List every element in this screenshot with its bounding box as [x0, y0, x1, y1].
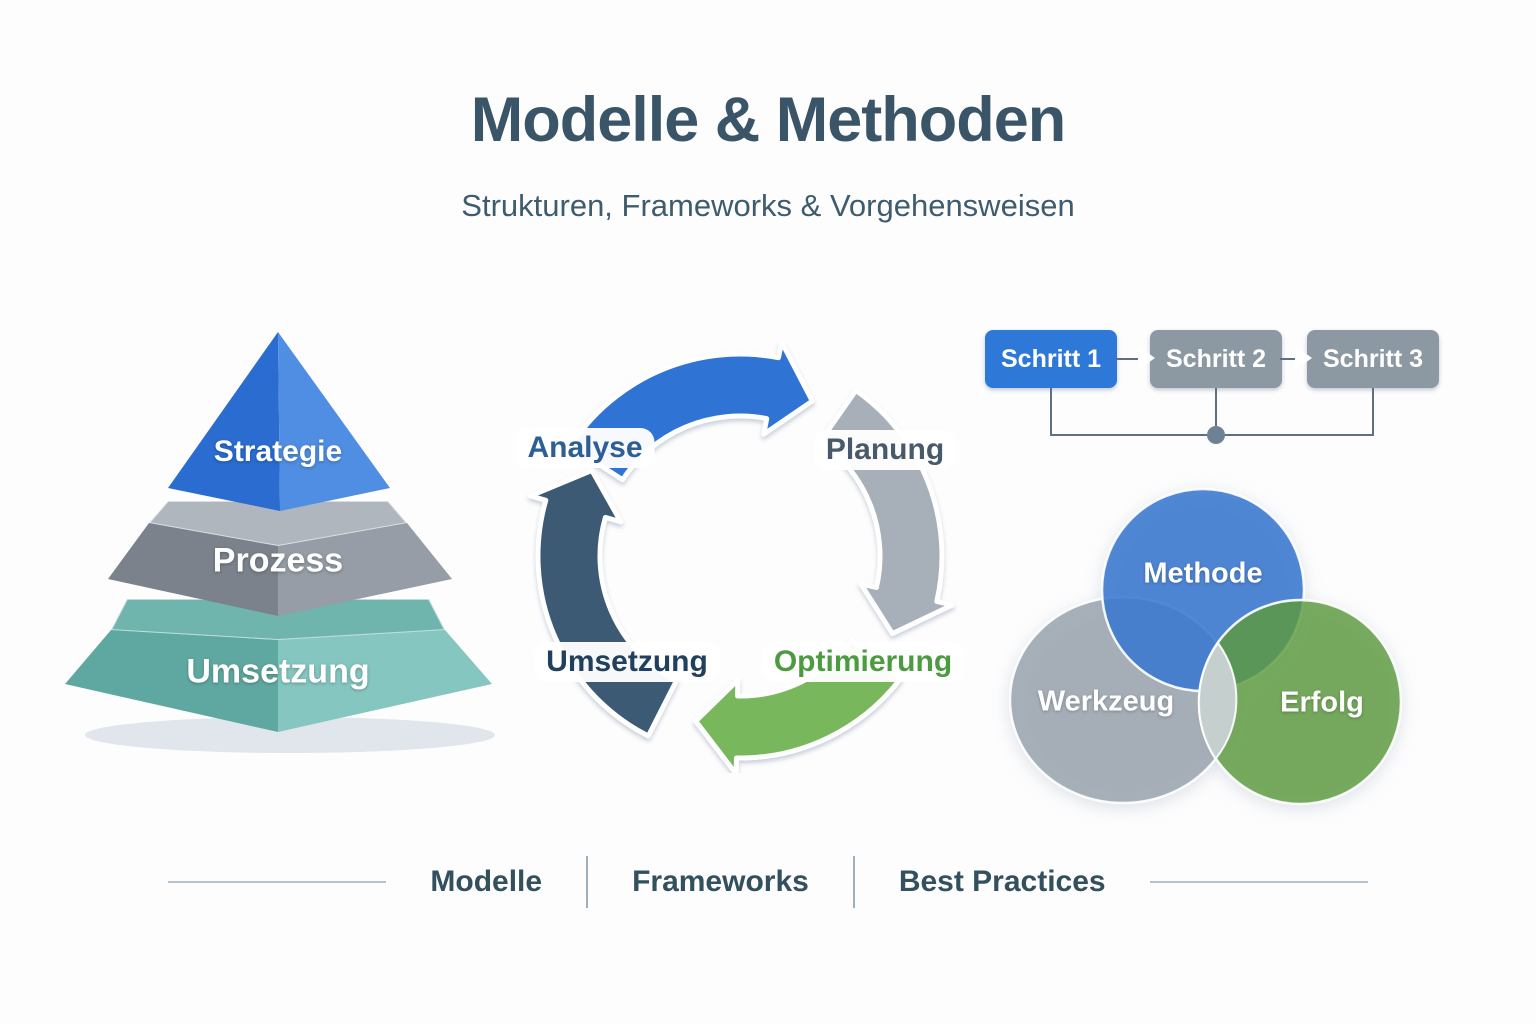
footer: Modelle Frameworks Best Practices [0, 856, 1536, 908]
flow-connector-line [1115, 358, 1141, 360]
footer-rule-left [168, 881, 387, 883]
flow-step-2-label: Schritt 2 [1165, 344, 1267, 373]
venn-center-lens [1197, 641, 1238, 761]
cycle-label-umsetzung: Umsetzung [534, 642, 720, 682]
pyramid-level-prozess-right [278, 523, 452, 616]
pyramid-diagram: Strategie Prozess Umsetzung [55, 315, 525, 760]
footer-item-best-practices: Best Practices [898, 865, 1106, 898]
venn-diagram: Methode Werkzeug Erfolg [1000, 478, 1420, 818]
pyramid-level-umsetzung-right [278, 630, 492, 732]
pyramid-shadow [85, 717, 495, 753]
venn-label-werkzeug: Werkzeug [1037, 685, 1175, 718]
footer-item-modelle: Modelle [430, 865, 543, 898]
cycle-diagram: Analyse Planung Optimierung Umsetzung [505, 343, 975, 773]
footer-rule-right [1149, 881, 1368, 883]
pyramid-label-strategie: Strategie [213, 435, 343, 468]
pyramid-svg [65, 332, 495, 753]
flow-drop-line [1372, 388, 1374, 435]
flow-drop-line [1050, 388, 1052, 435]
cycle-arrow-umsetzung [527, 468, 679, 739]
pyramid-label-umsetzung: Umsetzung [186, 652, 370, 691]
step-flowchart: Schritt 1 Schritt 2 Schritt 3 [985, 330, 1445, 450]
page-subtitle: Strukturen, Frameworks & Vorgehensweisen [461, 188, 1075, 223]
flow-connector-line [1280, 358, 1306, 360]
cycle-arrow-planung [817, 388, 955, 637]
flow-drop-line [1215, 388, 1217, 435]
venn-label-erfolg: Erfolg [1280, 686, 1364, 719]
flow-step-2: Schritt 2 [1150, 330, 1282, 388]
venn-svg [1008, 487, 1403, 806]
pyramid-label-prozess: Prozess [212, 541, 344, 580]
cycle-label-analyse: Analyse [515, 428, 655, 468]
footer-item-frameworks: Frameworks [632, 865, 809, 898]
page-title: Modelle & Methoden [470, 85, 1067, 155]
pyramid-level-umsetzung-left [65, 630, 278, 732]
cycle-label-optimierung: Optimierung [761, 642, 965, 682]
venn-label-methode: Methode [1143, 557, 1263, 590]
flow-step-1: Schritt 1 [985, 330, 1117, 388]
cycle-svg [527, 343, 955, 773]
flow-step-3-label: Schritt 3 [1322, 344, 1424, 373]
flow-arrowhead-icon [1295, 346, 1312, 370]
cycle-label-planung: Planung [813, 430, 957, 470]
flow-step-3: Schritt 3 [1307, 330, 1439, 388]
flow-step-1-label: Schritt 1 [1000, 344, 1102, 373]
pyramid-level-strategie-left [168, 332, 280, 511]
flow-junction-dot [1207, 426, 1225, 444]
footer-divider [586, 856, 589, 908]
flow-arrowhead-icon [1138, 346, 1155, 370]
footer-divider [852, 856, 855, 908]
pyramid-level-strategie-right [278, 332, 390, 511]
pyramid-level-prozess-left [108, 523, 278, 616]
